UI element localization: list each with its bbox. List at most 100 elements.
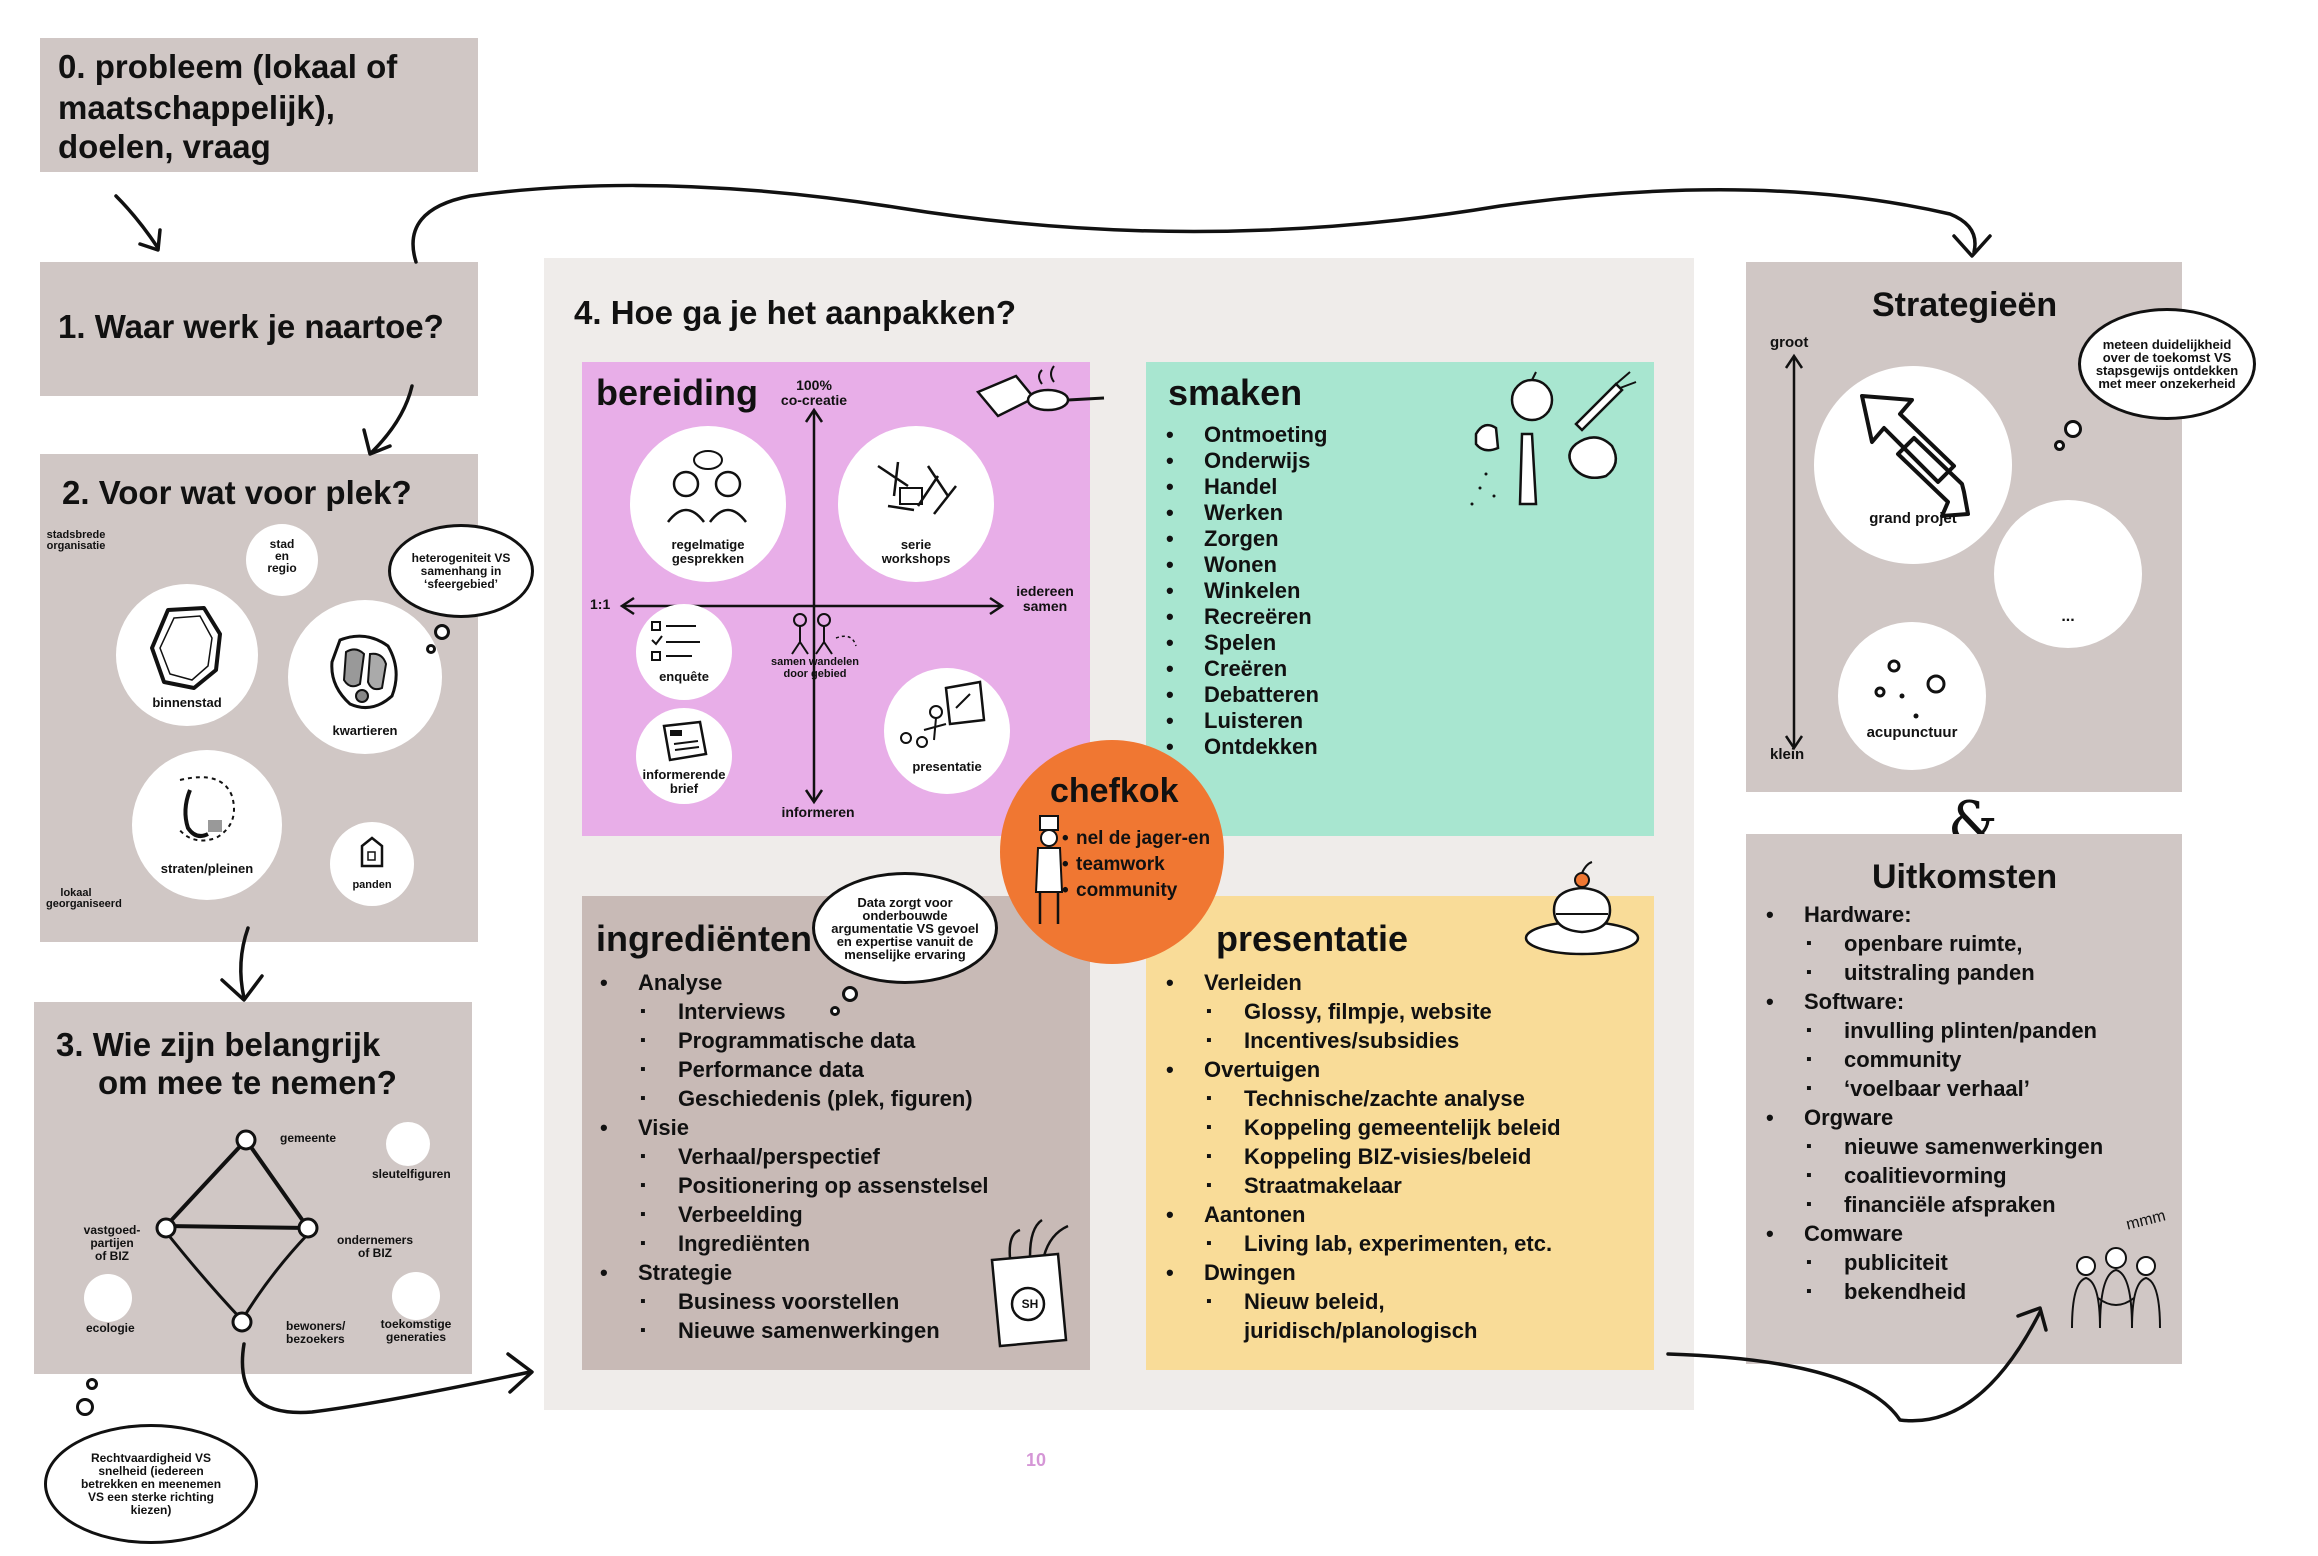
strategieen-title: Strategieën (1872, 286, 2058, 324)
toekomstige-icon (392, 1272, 440, 1320)
place-binnenstad: binnenstad (116, 584, 258, 726)
smaken-item: Werken (1166, 500, 1327, 526)
chefkok-list: nel de jager-en teamwork community (1062, 826, 1210, 904)
ingredienten-subitem: Nieuwe samenwerkingen (600, 1316, 989, 1345)
ingredienten-subitem: Verhaal/perspectief (600, 1142, 989, 1171)
ingredienten-subitem: Geschiedenis (plek, figuren) (600, 1084, 989, 1113)
step3-bubble-dot-large (76, 1398, 94, 1416)
smaken-item: Creëren (1166, 656, 1327, 682)
uitkomsten-item: Software: (1766, 987, 2103, 1016)
step3-title-line2: om mee te nemen? (98, 1064, 397, 1101)
smaken-title: smaken (1168, 372, 1303, 413)
bereiding-title: bereiding (596, 372, 759, 413)
cake-plate-icon (1524, 861, 1640, 956)
smaken-panel: smaken Ontmoeting Onderwijs Handel Werke… (1146, 362, 1654, 836)
presentatie-title: presentatie (1216, 918, 1409, 959)
item-presentatie: presentatie (884, 668, 1010, 794)
uitkomsten-item: Hardware: (1766, 900, 2103, 929)
smaken-item: Winkelen (1166, 578, 1327, 604)
chef-figure-icon (1034, 815, 1064, 924)
uitkomsten-box: Uitkomsten Hardware: openbare ruimte, ui… (1746, 834, 2182, 1364)
presentatie-item: Overtuigen (1166, 1055, 1561, 1084)
strategieen-axis-bottom: klein (1770, 746, 1805, 763)
place-straten: straten/pleinen (132, 750, 282, 900)
presentatie-panel: presentatie Verleiden Glossy, filmpje, w… (1146, 861, 1654, 1370)
presentatie-subitem: Incentives/subsidies (1166, 1026, 1561, 1055)
cooking-pan-icon (975, 365, 1105, 418)
acupunctuur-label: acupunctuur (1866, 724, 1958, 741)
smaken-item: Ontmoeting (1166, 422, 1327, 448)
place-binnenstad-label: binnenstad (152, 695, 222, 710)
step3-box: 3. Wie zijn belangrijk om mee te nemen? … (34, 1002, 472, 1374)
presentatie-item: Aantonen (1166, 1200, 1561, 1229)
step3-bubble-dot-small (86, 1378, 98, 1390)
mmm-label: mmm (2124, 1207, 2168, 1234)
step1-box: 1. Waar werk je naartoe? (40, 262, 478, 396)
main-title: 4. Hoe ga je het aanpakken? (574, 294, 1016, 331)
place-kwartieren: kwartieren (288, 600, 442, 754)
strategieen-bubble-dot-small (2054, 440, 2065, 451)
step2-bubble-dot-small (426, 644, 436, 654)
step0-title-line3: doelen, vraag (58, 128, 271, 165)
bereiding-axis-left: 1:1 (590, 596, 611, 612)
uitkomsten-subitem: invulling plinten/panden (1766, 1016, 2103, 1045)
strategieen-axis-top: groot (1770, 334, 1809, 351)
presentatie-list: Verleiden Glossy, filmpje, website Incen… (1166, 968, 1561, 1345)
uitkomsten-subitem: bekendheid (1766, 1277, 2103, 1306)
presentatie-subitem: Technische/zachte analyse (1166, 1084, 1561, 1113)
strategieen-bubble-dot-large (2064, 420, 2082, 438)
step2-bubble-dot-large (434, 624, 450, 640)
chefkok-circle: chefkok nel de jager-en teamwork communi… (1000, 740, 1224, 964)
stakeholder-triangle (155, 1129, 319, 1333)
smaken-item: Debatteren (1166, 682, 1327, 708)
ingredienten-bubble-dot-small (830, 1006, 840, 1016)
ingredienten-subitem: Programmatische data (600, 1026, 989, 1055)
presentatie-subitem: Nieuw beleid, (1166, 1287, 1561, 1316)
ingredienten-subitem: Performance data (600, 1055, 989, 1084)
ingredienten-list: Analyse Interviews Programmatische data … (600, 968, 989, 1345)
uitkomsten-item: Orgware (1766, 1103, 2103, 1132)
presentatie-subitem: Living lab, experimenten, etc. (1166, 1229, 1561, 1258)
people-group-icon (2071, 1247, 2161, 1329)
smaken-item: Ontdekken (1166, 734, 1327, 760)
uitkomsten-subitem: publiciteit (1766, 1248, 2103, 1277)
smaken-item: Wonen (1166, 552, 1327, 578)
workshop-icon (877, 461, 957, 515)
ingredienten-subitem: Interviews (600, 997, 989, 1026)
uitkomsten-subitem: uitstraling panden (1766, 958, 2103, 987)
letter-icon (662, 720, 708, 762)
shopping-bag-icon (990, 1218, 1069, 1348)
place-straten-label: straten/pleinen (160, 861, 254, 876)
uitkomsten-title: Uitkomsten (1872, 858, 2058, 896)
presentatie-subitem: Glossy, filmpje, website (1166, 997, 1561, 1026)
ingredienten-item: Analyse (600, 968, 989, 997)
ecologie-tree-icon (84, 1274, 132, 1322)
ingredienten-subitem: Business voorstellen (600, 1287, 989, 1316)
chefkok-item: nel de jager-en (1062, 826, 1210, 852)
chefkok-item: teamwork (1062, 852, 1210, 878)
ingredienten-subitem: Verbeelding (600, 1200, 989, 1229)
smaken-item: Handel (1166, 474, 1327, 500)
ingredienten-item: Visie (600, 1113, 989, 1142)
presentatie-subitem: Straatmakelaar (1166, 1171, 1561, 1200)
item-enquete-label: enquête (659, 669, 709, 684)
step3-title-line1: 3. Wie zijn belangrijk (56, 1026, 381, 1063)
step0-title-line2: maatschappelijk), (58, 89, 335, 126)
uitkomsten-list: Hardware: openbare ruimte, uitstraling p… (1766, 900, 2103, 1306)
dots-icon (1874, 659, 1946, 719)
uitkomsten-subitem: nieuwe samenwerkingen (1766, 1132, 2103, 1161)
place-panden-label: panden (352, 879, 392, 891)
grand-projet-label: grand projet (1869, 510, 1957, 527)
strategy-middle-label: ... (2061, 608, 2075, 625)
